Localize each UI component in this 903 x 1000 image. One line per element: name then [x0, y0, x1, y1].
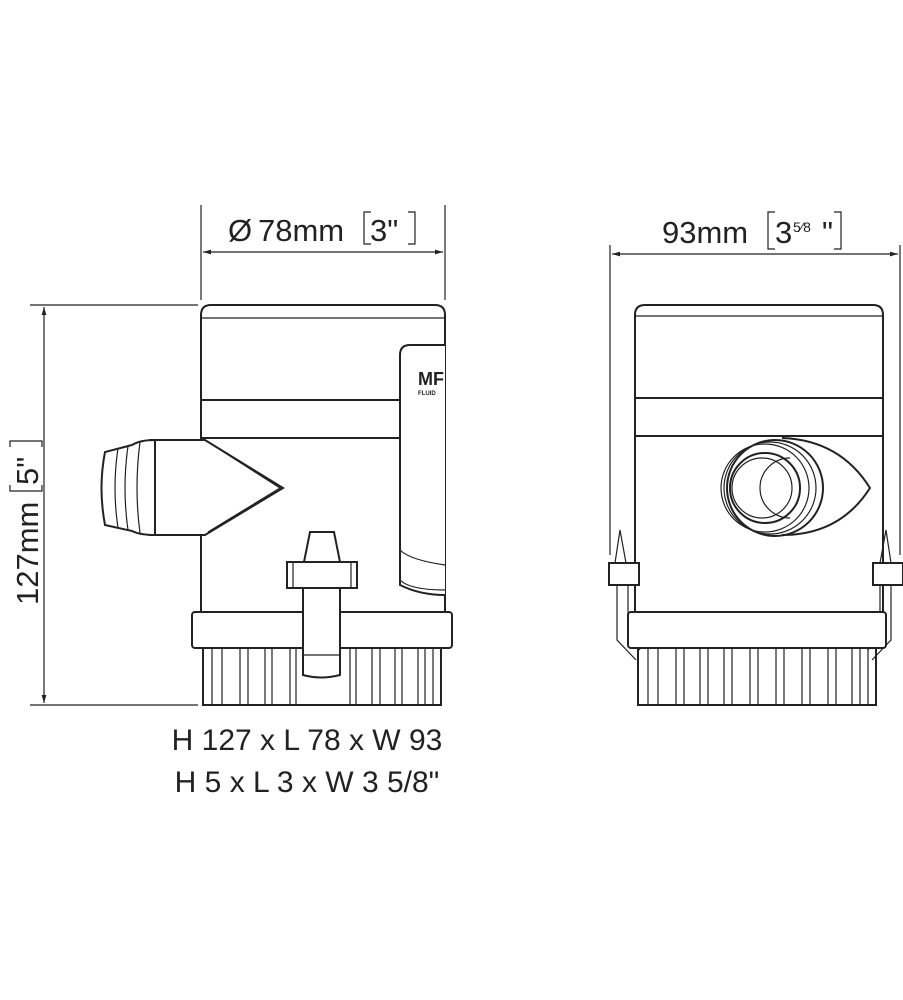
outlet-port [720, 437, 872, 537]
pump-body [200, 304, 446, 612]
strainer [637, 647, 877, 706]
outlet-nozzle [149, 439, 285, 536]
width-inch-whole: 3 [775, 215, 792, 250]
diameter-mm-label: 78mm [258, 213, 344, 248]
height-inch-label: 5" [10, 457, 45, 485]
width-inch-fraction: 5⁄8 [793, 219, 811, 235]
width-mm-label: 93mm [662, 215, 748, 250]
pump-body [634, 304, 884, 612]
brand-logo: MF [418, 369, 444, 389]
diameter-symbol: Ø [228, 213, 252, 248]
base-plate [627, 611, 887, 649]
width-inch-mark: " [822, 215, 833, 250]
height-label: 127mm 5" [9, 440, 45, 605]
size-metric-label: H 127 x L 78 x W 93 [172, 724, 443, 757]
side-view: MF FLUID [9, 205, 453, 706]
mounting-post [286, 531, 358, 679]
mounting-clips [608, 529, 903, 661]
size-imperial-label: H 5 x L 3 x W 3 5/8" [175, 766, 440, 799]
handle [399, 344, 446, 596]
height-mm-label: 127mm [10, 502, 45, 605]
diameter-inch-label: 3" [370, 213, 398, 248]
front-view: 93mm 3 5⁄8 " [608, 211, 903, 706]
svg-text:FLUID: FLUID [418, 391, 436, 397]
